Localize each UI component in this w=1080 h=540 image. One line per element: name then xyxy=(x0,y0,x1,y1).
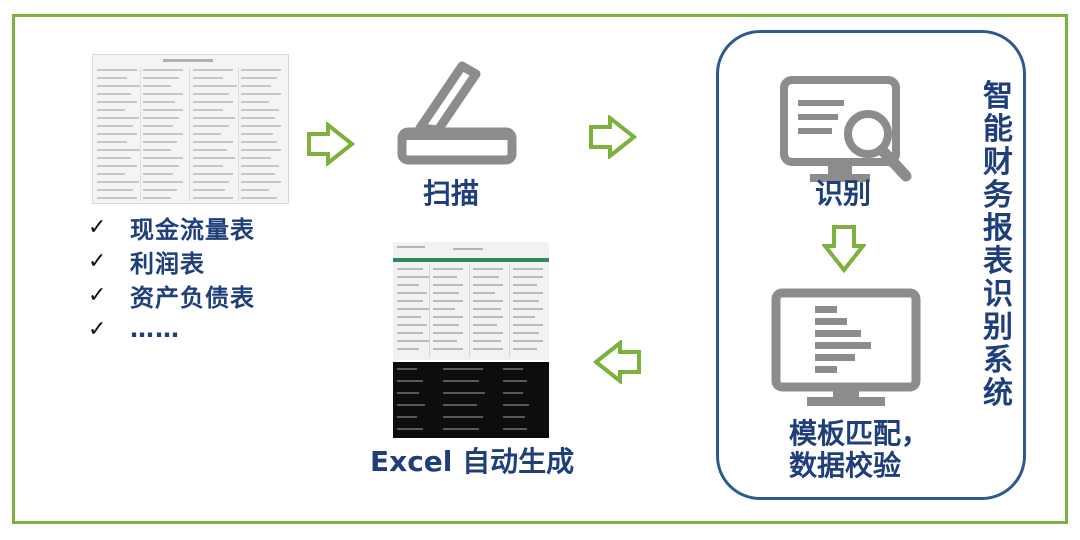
scanner-icon xyxy=(397,61,517,165)
recognize-label: 识别 xyxy=(815,177,872,210)
list-item-label: 现金流量表 xyxy=(130,215,255,244)
monitor-search-icon xyxy=(780,76,912,182)
system-title: 智 能 财 务 报 表 识 别 系 统 xyxy=(978,80,1018,410)
system-title-char: 能 xyxy=(983,112,1013,147)
list-item: ✓ 利润表 xyxy=(88,244,255,278)
check-icon: ✓ xyxy=(88,248,107,274)
scan-label: 扫描 xyxy=(423,177,480,210)
document-lines xyxy=(97,59,281,201)
system-title-char: 智 xyxy=(983,79,1013,114)
monitor-template-icon xyxy=(771,288,921,406)
arrow-right-icon xyxy=(589,115,638,159)
system-title-char: 系 xyxy=(983,343,1013,378)
arrow-left-icon xyxy=(592,340,641,384)
list-item: ✓ 资产负债表 xyxy=(88,278,255,312)
system-title-char: 别 xyxy=(983,310,1013,345)
list-item-label: 资产负债表 xyxy=(130,283,255,312)
check-icon: ✓ xyxy=(88,316,107,342)
check-icon: ✓ xyxy=(88,214,107,240)
system-title-char: 务 xyxy=(983,178,1013,213)
list-item: ✓ 现金流量表 xyxy=(88,210,255,244)
arrow-right-icon xyxy=(307,122,356,166)
arrow-down-icon xyxy=(822,225,866,274)
list-item-label: …… xyxy=(130,315,180,343)
list-item: ✓ …… xyxy=(88,312,255,346)
system-title-char: 统 xyxy=(983,376,1013,411)
spreadsheet-icon xyxy=(393,242,549,438)
document-type-list: ✓ 现金流量表 ✓ 利润表 ✓ 资产负债表 ✓ …… xyxy=(88,210,255,346)
template-label-line1: 模板匹配， xyxy=(789,417,930,450)
spreadsheet-top xyxy=(393,242,549,360)
document-icon xyxy=(92,54,289,204)
system-title-char: 表 xyxy=(983,244,1013,279)
template-label-line2: 数据校验 xyxy=(789,449,902,482)
template-match-label: 模板匹配， 数据校验 xyxy=(789,418,929,482)
list-item-label: 利润表 xyxy=(130,249,205,278)
system-title-char: 财 xyxy=(983,145,1013,180)
system-boundary xyxy=(716,30,1026,500)
diagram-frame xyxy=(12,14,1068,524)
system-title-char: 识 xyxy=(983,277,1013,312)
check-icon: ✓ xyxy=(88,282,107,308)
system-title-char: 报 xyxy=(983,211,1013,246)
spreadsheet-bottom xyxy=(393,362,549,438)
excel-label: Excel 自动生成 xyxy=(370,445,575,478)
